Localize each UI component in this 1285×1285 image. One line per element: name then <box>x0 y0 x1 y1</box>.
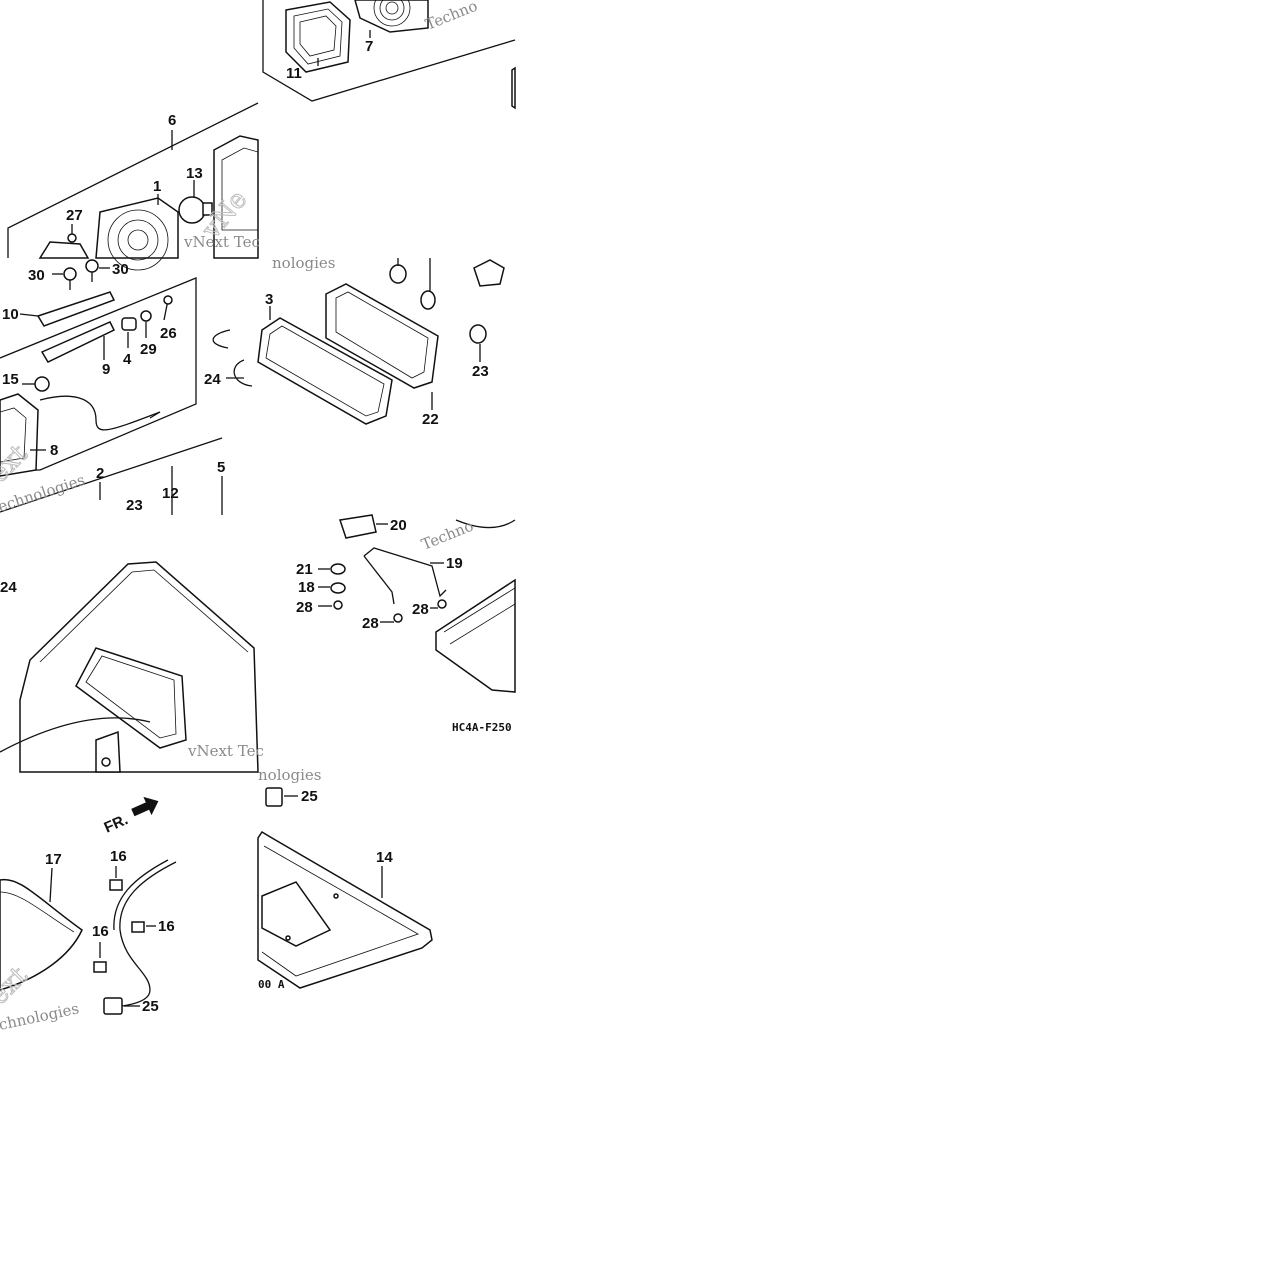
label-12: 12 <box>162 485 179 502</box>
tile-lid-cover: FR. 17 16 16 16 25 chnologies ext <box>0 796 177 1034</box>
watermark-text: vNext Tec <box>187 742 264 760</box>
watermark-text: nologies <box>258 766 322 784</box>
watermark-text: nologies <box>272 254 336 272</box>
label-30: 30 <box>28 267 45 284</box>
label-28: 28 <box>362 615 379 632</box>
label-16: 16 <box>110 848 127 865</box>
label-26: 26 <box>160 325 177 342</box>
label-16: 16 <box>158 918 175 935</box>
label-25: 25 <box>142 998 159 1015</box>
tile-lamp-hardware: 20 19 21 18 28 28 28 Techno HC4A-F250 <box>296 514 516 734</box>
label-16: 16 <box>92 923 109 940</box>
label-27: 27 <box>66 207 83 224</box>
tile-taillight-assembly: 6 1 13 27 vNext Tec vNe <box>7 102 260 271</box>
label-15: 15 <box>2 371 19 388</box>
label-22: 22 <box>422 411 439 428</box>
label-8: 8 <box>50 442 58 459</box>
label-2: 2 <box>96 465 104 482</box>
label-29: 29 <box>140 341 157 358</box>
label-17: 17 <box>45 851 62 868</box>
label-20: 20 <box>390 517 407 534</box>
tile-top-right: 11 7 Techno <box>262 0 516 110</box>
label-23: 23 <box>472 363 489 380</box>
label-24: 24 <box>204 371 221 388</box>
label-11: 11 <box>286 65 302 82</box>
label-19: 19 <box>446 555 463 572</box>
drawing-code: HC4A-F250 <box>452 721 512 734</box>
drawing-code-suffix: 00 A <box>258 978 285 991</box>
label-23: 23 <box>126 497 143 514</box>
label-30: 30 <box>112 261 129 278</box>
label-5: 5 <box>217 459 225 476</box>
label-1: 1 <box>153 178 161 195</box>
label-13: 13 <box>186 165 203 182</box>
direction-marker: FR. <box>102 811 131 836</box>
tile-bracket-assembly: 30 30 10 9 4 29 26 15 8 2 <box>0 259 225 516</box>
label-18: 18 <box>298 579 315 596</box>
watermark-text: chnologies <box>0 999 81 1034</box>
label-25: 25 <box>301 788 318 805</box>
label-28: 28 <box>412 601 429 618</box>
watermark-text: Techno <box>419 517 476 554</box>
front-arrow: FR. <box>102 796 159 837</box>
label-7: 7 <box>365 38 373 55</box>
label-21: 21 <box>296 561 313 578</box>
watermark-text: Techno <box>423 0 480 34</box>
label-4: 4 <box>123 351 132 368</box>
label-10: 10 <box>2 306 19 323</box>
label-9: 9 <box>102 361 110 378</box>
label-14: 14 <box>376 849 393 866</box>
label-3: 3 <box>265 291 273 308</box>
tile-trunk-lid: 24 vNext Tec <box>0 561 264 773</box>
label-24: 24 <box>0 579 17 596</box>
watermark-text: vNext Tec <box>183 233 260 251</box>
label-28: 28 <box>296 599 313 616</box>
tile-base-tray: nologies 25 14 00 A <box>257 766 433 991</box>
label-6: 6 <box>168 112 176 129</box>
tile-license-lamp: nologies 3 24 23 22 <box>204 254 505 428</box>
